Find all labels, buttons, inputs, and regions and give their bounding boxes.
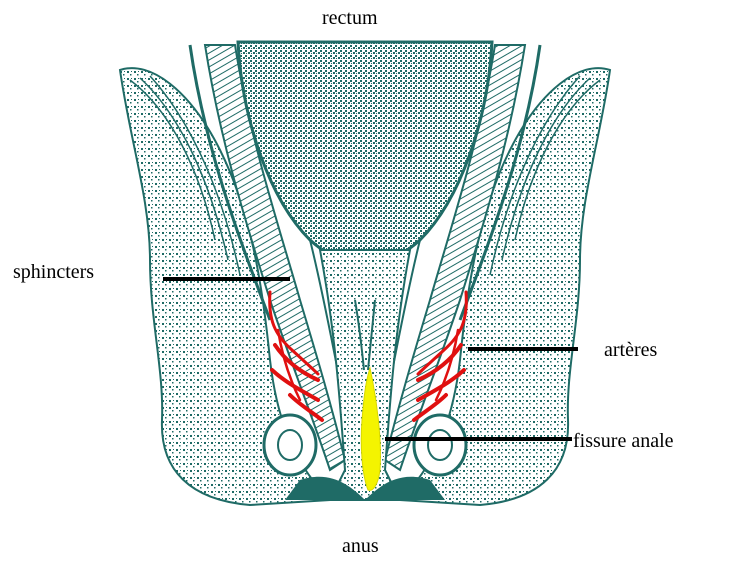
label-sphincters: sphincters (13, 262, 94, 282)
label-fissure-anale: fissure anale (573, 431, 674, 451)
label-rectum: rectum (322, 8, 378, 28)
label-anus: anus (342, 536, 379, 556)
label-arteres: artères (604, 340, 657, 360)
